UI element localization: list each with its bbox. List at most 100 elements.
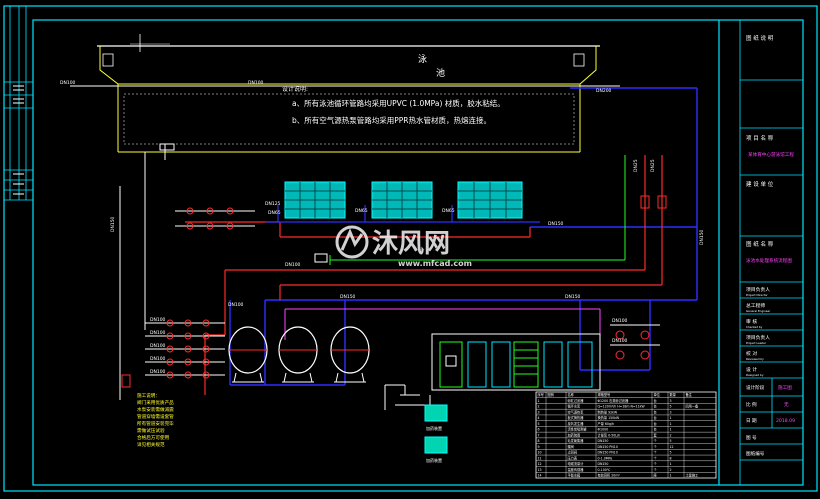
pool-label-2: 池 — [436, 67, 445, 79]
legend-cell: 板式换热器 — [568, 415, 585, 420]
sand-filters — [228, 326, 370, 383]
pool-label-1: 泳 — [418, 53, 427, 65]
legend-cell: DN150 — [598, 439, 609, 443]
site-watermark: 沐风网 www.mfcad.com — [335, 225, 472, 268]
pipe-label: DN100 — [612, 338, 628, 344]
scale-label: 比 例 — [746, 401, 757, 408]
legend-cell: Φ1200 石英砂过滤器 — [598, 398, 630, 403]
legend-cell: 循环水泵 — [568, 404, 582, 409]
date-label: 日 期 — [746, 418, 757, 424]
legend-cell: 平衡水箱 — [568, 473, 582, 478]
legend-cell: 个 — [654, 456, 658, 460]
role-cn: 项目负责人 — [746, 286, 770, 293]
legend-cell: 空气源热泵 — [568, 409, 585, 414]
heat-pump-valve-train — [175, 207, 255, 230]
legend-header-cell: 序号 — [538, 392, 544, 397]
legend-cell: 7 — [538, 433, 540, 437]
legend-cell: DN150 PN10 — [598, 445, 618, 449]
legend-cell: 台 — [654, 427, 657, 432]
role-en: Reviewed by — [746, 357, 764, 361]
pipes-green — [329, 155, 626, 265]
note-line: 水泵安装需做减震 — [137, 406, 174, 413]
legend-header-cell: 单位 — [654, 392, 661, 397]
pipes-blue — [229, 87, 698, 386]
pipe-label: DN150 — [699, 229, 705, 245]
pipe-label: DN25 — [650, 159, 656, 172]
pipe-label: DN100 — [150, 343, 166, 349]
legend-header-cell: 图例 — [548, 392, 554, 397]
legend-cell: DN150 — [598, 462, 609, 466]
pipe-label: DN150 — [110, 216, 116, 232]
legend-cell: 毛发聚集器 — [568, 438, 585, 443]
legend-cell: DN150 PN10 — [598, 451, 618, 455]
role-cn: 校 对 — [746, 350, 757, 357]
phase-value: 施工图 — [778, 384, 792, 391]
pipe-label: DN150 — [548, 221, 564, 227]
legend-cell: 电磁流量计 — [568, 461, 585, 466]
legend-cell: 14 — [538, 474, 542, 478]
pipe-label: DN125 — [265, 201, 281, 207]
flow-meter — [314, 253, 328, 263]
pipe-label: DN100 — [60, 80, 76, 86]
role-en: Checked by — [746, 325, 763, 329]
legend-cell: Q=120m³/h H=18m N=11kW — [598, 405, 646, 409]
note-line: 管道穿墙需设套管 — [137, 413, 174, 420]
project-name-label: 项 目 名 称 — [746, 134, 774, 142]
legend-cell: 0-1.0MPa — [598, 456, 613, 460]
role-cn: 项目负责人 — [746, 334, 770, 341]
legend-cell: 个 — [654, 462, 658, 466]
legend-cell: 5 — [538, 422, 540, 426]
legend-cell: 1 — [538, 399, 540, 403]
pipe-label: DN65 — [355, 208, 368, 214]
pipe-label: DN200 — [596, 88, 612, 94]
legend-cell: 座 — [654, 473, 658, 478]
pipe-label: DN100 — [150, 369, 166, 375]
dosing-tanks: 加药装置 加药装置 — [424, 404, 448, 463]
drawing-name-label: 图 纸 名 称 — [746, 240, 774, 248]
legend-cell: 2 — [670, 433, 672, 437]
pipe-label: DN100 — [285, 262, 301, 268]
watermark-brand: 沐风网 — [372, 229, 450, 259]
note-a: a、所有泳池循环管路均采用UPVC (1.0MPa) 材质，胶水粘结。 — [292, 98, 505, 108]
note-line: 合格后方可使用 — [137, 434, 170, 441]
sand-filter — [228, 326, 268, 383]
pipes-red — [185, 155, 663, 395]
note-line: 所有管道安装完毕 — [137, 420, 174, 427]
legend-header-cell: 规格型号 — [598, 392, 611, 397]
pipe-label: DN150 — [340, 294, 356, 300]
pipe-label: DN100 — [150, 330, 166, 336]
client-label: 建 设 单 位 — [746, 180, 774, 188]
legend-cell: 6 — [538, 428, 540, 432]
scale-value: 无 — [784, 402, 789, 408]
sand-filter — [278, 326, 318, 383]
legend-cell: 土建施工 — [686, 473, 700, 478]
legend-cell: 4 — [538, 416, 540, 420]
legend-cell: 9 — [538, 445, 540, 449]
role-cn: 总工程师 — [746, 302, 765, 309]
legend-cell: 5 — [670, 405, 672, 409]
number-label: 图纸编号 — [746, 450, 765, 457]
pipe-label: DN65 — [442, 208, 455, 214]
heat-pump-unit — [371, 181, 433, 219]
legend-cell: 个 — [654, 445, 658, 449]
date-value: 2018.09 — [776, 418, 795, 424]
legend-cell: 1 — [670, 474, 672, 478]
title-block: 图 纸 说 明 项 目 名 称 某体育中心游泳馆工程 建 设 单 位 图 纸 名… — [739, 20, 803, 485]
role-en: General Engineer — [746, 309, 771, 313]
note-b: b、所有空气源热泵管路均采用PPR热水管材质，热熔连接。 — [292, 115, 491, 125]
legend-cell: 台 — [654, 421, 657, 426]
water-treatment-skid — [431, 333, 601, 391]
legend-cell: 产量 60g/h — [598, 421, 615, 426]
legend-cell: 制热量 92kW — [598, 409, 618, 414]
swimming-pool: 泳 池 — [97, 34, 600, 153]
legend-cell: 12 — [538, 462, 542, 466]
legend-cell: 台 — [654, 404, 657, 409]
heat-pump-unit — [457, 181, 523, 219]
legend-cell: 1 — [670, 416, 672, 420]
right-pump-set — [610, 324, 660, 360]
legend-cell: 压力表 — [568, 455, 578, 460]
legend-cell: 换热量 150kW — [598, 415, 621, 420]
legend-cell: 四用一备 — [686, 404, 700, 409]
legend-cell: 砂缸过滤器 — [568, 398, 585, 403]
